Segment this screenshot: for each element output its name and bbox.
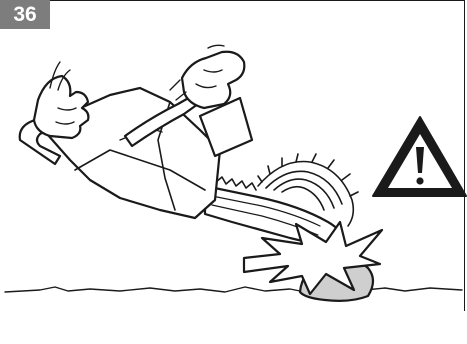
warning-triangle-icon [373,117,466,196]
chainsaw-bar [205,186,341,245]
rear-gloved-hand [34,62,88,138]
front-gloved-hand [170,45,244,108]
ground-line [5,287,462,292]
